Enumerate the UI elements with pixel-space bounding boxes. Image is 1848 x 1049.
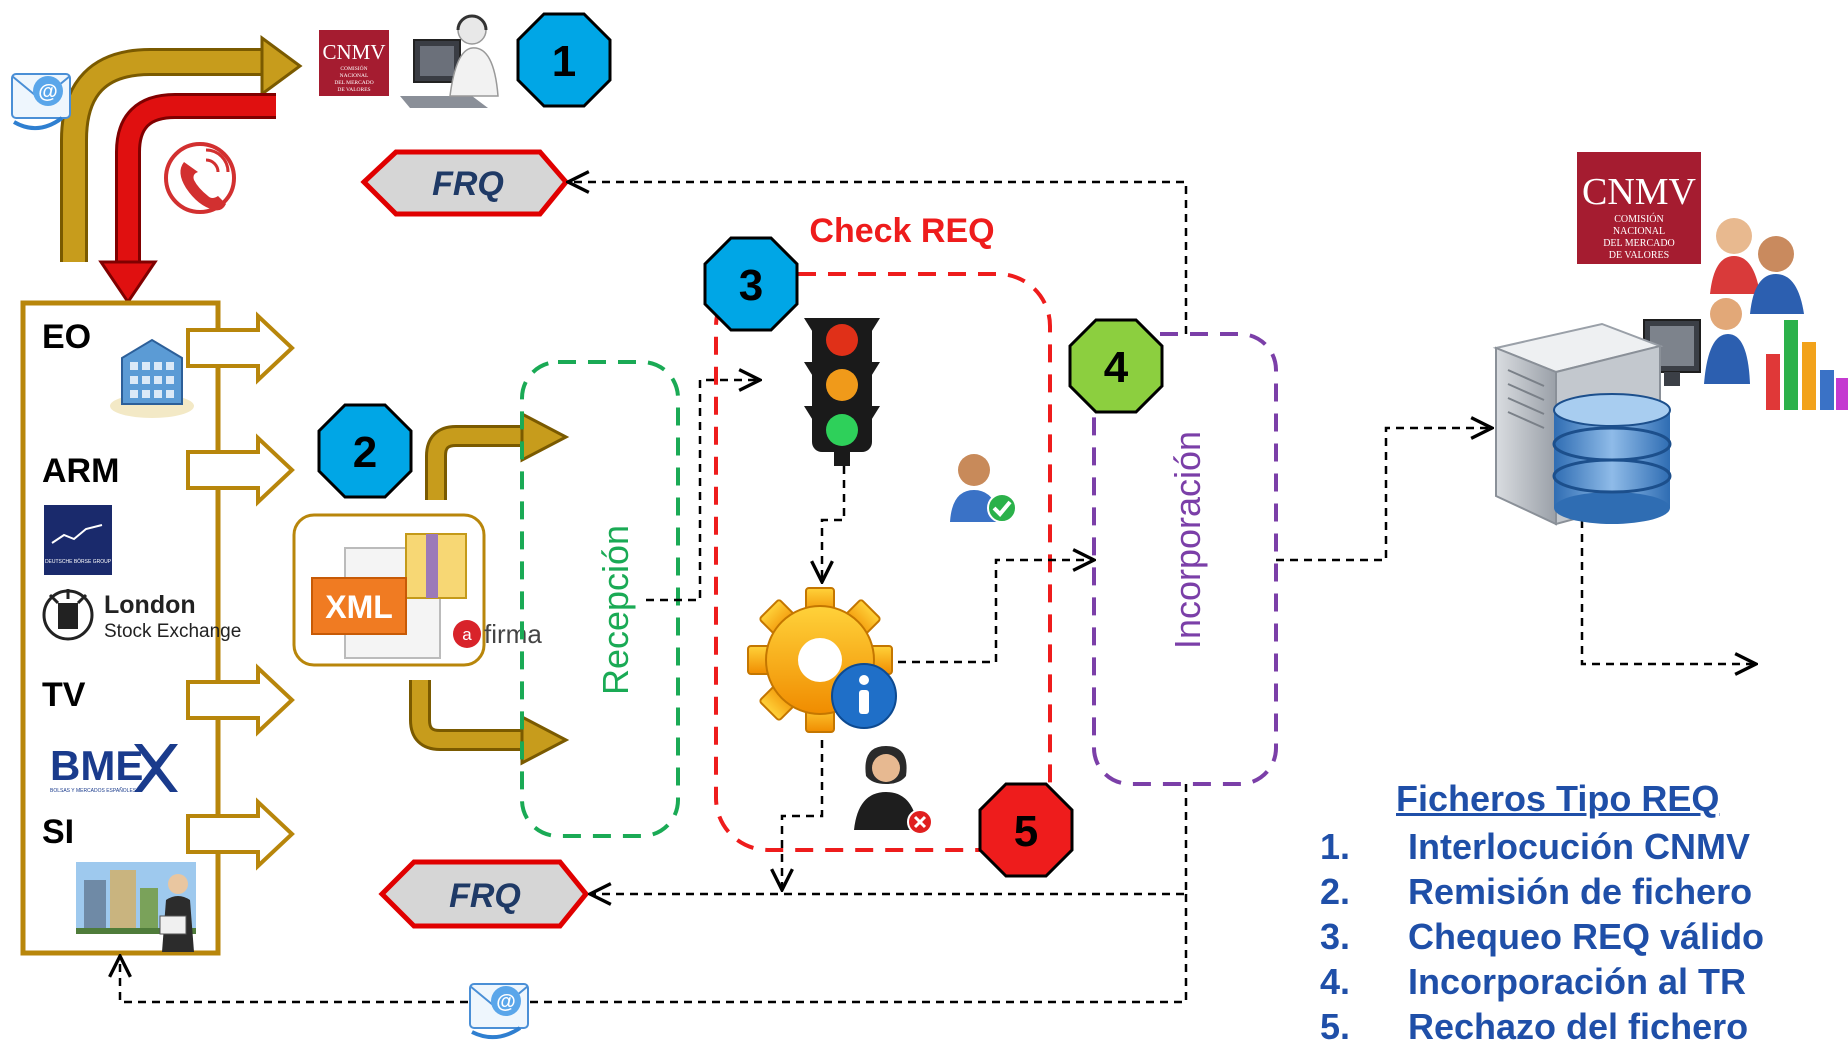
database-icon <box>1552 393 1672 524</box>
cnmv-logo: CNMV COMISIÓN NACIONAL DEL MERCADO DE VA… <box>319 30 389 96</box>
actor-label-eo: EO <box>42 318 91 356</box>
users-icon <box>1710 218 1804 314</box>
step-4-badge: 4 <box>1068 318 1164 414</box>
actor-label-si: SI <box>42 813 74 851</box>
legend-title: Ficheros Tipo REQ <box>1396 778 1720 819</box>
legend: Ficheros Tipo REQ 1. Interlocución CNMV 2… <box>1320 778 1840 1049</box>
legend-item-text: Chequeo REQ válido <box>1408 916 1765 957</box>
svg-text:CNMV: CNMV <box>322 40 385 64</box>
email-icon: @ <box>11 73 71 130</box>
legend-item-number: 1. <box>1320 826 1351 867</box>
legend-item-number: 5. <box>1320 1006 1351 1047</box>
svg-text:London: London <box>104 591 196 619</box>
xml-to-recepcion-arrow-bottom <box>409 680 570 766</box>
xml-label: XML <box>325 589 393 625</box>
step-5-number: 5 <box>1014 807 1038 856</box>
legend-item-text: Remisión de fichero <box>1408 871 1753 912</box>
legend-item: 5. Rechazo del fichero <box>1320 1004 1840 1049</box>
svg-text:@: @ <box>38 81 58 103</box>
legend-item: 2. Remisión de fichero <box>1320 869 1840 914</box>
svg-text:BME: BME <box>50 742 143 789</box>
step-1-badge: 1 <box>516 12 612 108</box>
step-4-number: 4 <box>1104 343 1129 392</box>
svg-text:COMISIÓN: COMISIÓN <box>340 64 367 72</box>
svg-text:FRQ: FRQ <box>432 165 504 203</box>
svg-text:Stock Exchange: Stock Exchange <box>104 621 241 642</box>
info-icon <box>831 663 897 729</box>
step-1-number: 1 <box>552 37 576 86</box>
deutsche-boerse-logo: DEUTSCHE BÖRSE GROUP <box>44 505 112 575</box>
svg-text:DEL MERCADO: DEL MERCADO <box>334 80 373 86</box>
operator-icon <box>400 14 499 108</box>
legend-item-text: Rechazo del fichero <box>1408 1006 1749 1047</box>
london-stock-exchange-logo: London Stock Exchange <box>42 589 241 642</box>
phone-icon <box>164 142 236 214</box>
step-5-badge: 5 <box>978 782 1074 878</box>
actor-label-tv: TV <box>42 676 86 714</box>
legend-item: 4. Incorporación al TR <box>1320 959 1840 1004</box>
actor-output-arrows <box>186 311 295 871</box>
incorporacion-label: Incorporación <box>1167 431 1208 649</box>
svg-text:DEL MERCADO: DEL MERCADO <box>1603 238 1675 249</box>
svg-text:COMISIÓN: COMISIÓN <box>1614 213 1663 225</box>
cnmv-communication-arrows <box>60 35 303 305</box>
svg-text:firma: firma <box>484 619 542 649</box>
legend-item: 1. Interlocución CNMV <box>1320 824 1840 869</box>
legend-item-number: 4. <box>1320 961 1351 1002</box>
step-3-badge: 3 <box>703 236 799 332</box>
legend-item-text: Incorporación al TR <box>1408 961 1747 1002</box>
legend-list: 1. Interlocución CNMV 2. Remisión de fiche… <box>1320 824 1840 1049</box>
cnmv-logo: CNMV COMISIÓN NACIONAL DEL MERCADO DE VA… <box>1577 152 1701 264</box>
afirma-logo: a firma <box>453 619 542 649</box>
si-image <box>76 862 196 952</box>
frq-top-tag: FRQ <box>360 149 570 217</box>
step-2-badge: 2 <box>317 403 413 499</box>
user-reject-icon <box>854 746 933 835</box>
legend-item-number: 3. <box>1320 916 1351 957</box>
svg-text:DE VALORES: DE VALORES <box>1609 250 1669 261</box>
bme-logo: BME BOLSAS Y MERCADOS ESPAÑOLES <box>50 742 178 794</box>
email-icon: @ <box>469 983 529 1040</box>
svg-text:DE VALORES: DE VALORES <box>337 87 370 93</box>
svg-text:@: @ <box>496 991 516 1013</box>
bar-chart-icon <box>1766 320 1848 410</box>
svg-text:NACIONAL: NACIONAL <box>340 73 369 79</box>
recepcion-label: Recepción <box>595 525 636 695</box>
legend-item: 3. Chequeo REQ válido <box>1320 914 1840 959</box>
building-icon <box>110 338 194 418</box>
legend-item-text: Interlocución CNMV <box>1408 826 1751 867</box>
xml-file-icon: XML <box>311 533 467 659</box>
traffic-light-icon <box>804 318 880 466</box>
legend-item-number: 2. <box>1320 871 1351 912</box>
frq-bottom-tag: FRQ <box>378 859 590 929</box>
svg-text:FRQ: FRQ <box>449 877 521 915</box>
svg-text:DEUTSCHE BÖRSE GROUP: DEUTSCHE BÖRSE GROUP <box>45 558 112 565</box>
step-3-number: 3 <box>739 261 763 310</box>
xml-to-recepcion-arrow-top <box>425 411 570 500</box>
actor-label-arm: ARM <box>42 452 119 490</box>
check-req-title: Check REQ <box>809 212 994 250</box>
svg-text:a: a <box>462 625 472 644</box>
svg-text:BOLSAS Y MERCADOS ESPAÑOLES: BOLSAS Y MERCADOS ESPAÑOLES <box>50 787 137 794</box>
user-check-icon <box>950 454 1017 523</box>
step-2-number: 2 <box>353 428 377 477</box>
dashed-connectors <box>120 182 1756 1004</box>
svg-text:CNMV: CNMV <box>1582 171 1697 213</box>
svg-text:NACIONAL: NACIONAL <box>1613 226 1665 237</box>
check-req-box <box>714 272 1052 852</box>
